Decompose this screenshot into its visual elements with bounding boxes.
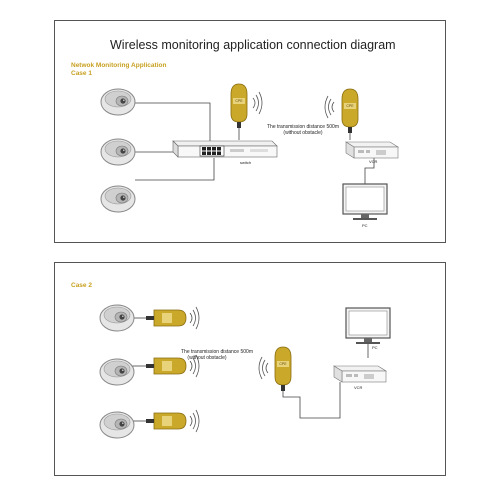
camera-icon: [100, 88, 136, 116]
case1-label: Case 1: [71, 70, 92, 77]
case2-wiring: [132, 317, 369, 422]
pc-monitor-icon: [345, 307, 391, 345]
signal-waves-icon: [189, 409, 200, 433]
case1-vcr-label: VCR: [369, 159, 378, 164]
camera-icon: [100, 138, 136, 166]
diagram-title: Wireless monitoring application connecti…: [110, 38, 396, 52]
case2-distance-line1: The transmission distance 500m: [181, 349, 253, 355]
case2-pc-label: PC: [372, 345, 378, 350]
case1-app-label: Netwok Monitoring Application: [71, 62, 167, 69]
vcr-icon: [345, 141, 399, 159]
switch-icon: [172, 140, 278, 158]
signal-waves-icon: [252, 91, 263, 115]
camera-icon: [100, 185, 136, 213]
signal-waves-icon: [258, 356, 269, 380]
case1-pc-label: PC: [362, 223, 368, 228]
switch-label: switch: [240, 160, 252, 165]
case1-distance-line2: (without obstacle): [283, 130, 323, 136]
wireless-bridge-icon: [145, 412, 187, 430]
pc-monitor-icon: [342, 183, 388, 221]
signal-waves-icon: [189, 306, 200, 330]
case2-distance-line2: (without obstacle): [187, 355, 227, 361]
vcr-icon: [333, 365, 387, 383]
wireless-bridge-icon: [274, 346, 292, 392]
camera-icon: [99, 304, 135, 332]
case2-vcr-label: VCR: [354, 385, 363, 390]
case1-distance-line1: The transmission distance 500m: [267, 124, 339, 130]
wireless-bridge-icon: [230, 83, 248, 129]
camera-icon: [99, 411, 135, 439]
wireless-bridge-icon: [145, 309, 187, 327]
signal-waves-icon: [324, 95, 335, 119]
camera-icon: [99, 358, 135, 386]
case2-label: Case 2: [71, 282, 92, 289]
